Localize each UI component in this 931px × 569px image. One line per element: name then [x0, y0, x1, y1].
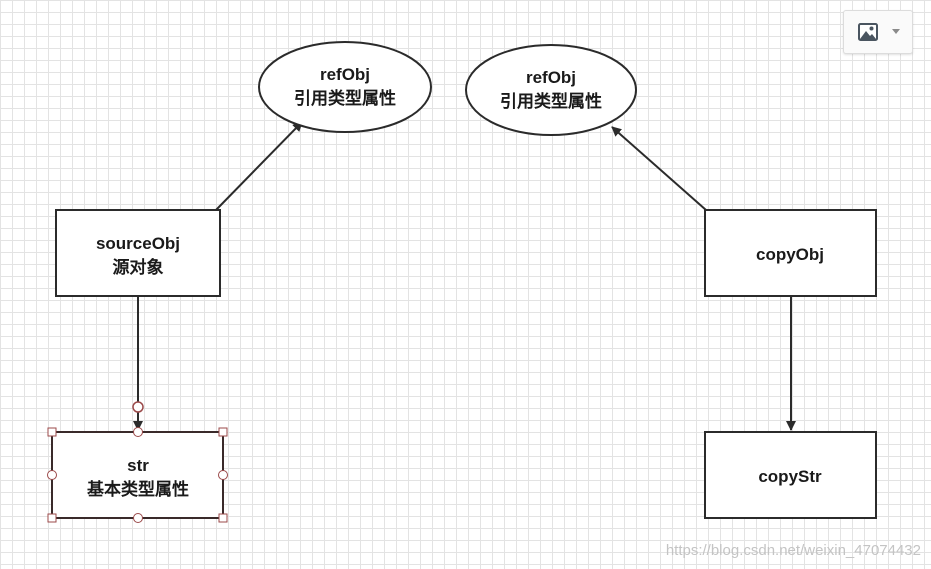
connect-point-top[interactable]	[133, 427, 143, 437]
node-copystr-line1: copyStr	[758, 467, 822, 486]
node-sourceobj-line2: 源对象	[113, 257, 164, 277]
node-refobj-left-line1: refObj	[320, 65, 370, 84]
node-copystr[interactable]: copyStr	[704, 431, 877, 519]
resize-handle-top-right[interactable]	[218, 427, 228, 437]
node-refobj-left[interactable]: refObj 引用类型属性	[258, 41, 432, 133]
caret-down-icon	[892, 29, 900, 34]
watermark-text: https://blog.csdn.net/weixin_47074432	[665, 542, 921, 559]
connect-point-right[interactable]	[218, 470, 228, 480]
image-icon	[858, 23, 878, 41]
node-refobj-right[interactable]: refObj 引用类型属性	[465, 44, 637, 136]
connect-point-bottom[interactable]	[133, 513, 143, 523]
resize-handle-bottom-right[interactable]	[218, 513, 228, 523]
resize-handle-bottom-left[interactable]	[47, 513, 57, 523]
insert-image-button[interactable]	[843, 10, 913, 54]
selection-handles[interactable]	[47, 427, 228, 523]
node-copyobj[interactable]: copyObj	[704, 209, 877, 297]
node-str[interactable]: str 基本类型属性	[47, 401, 228, 523]
connect-point-left[interactable]	[47, 470, 57, 480]
edge-endpoint-handle[interactable]	[132, 401, 144, 413]
resize-handle-top-left[interactable]	[47, 427, 57, 437]
edge-sourceobj-to-refobj[interactable]	[215, 121, 303, 211]
node-str-line2: 基本类型属性	[86, 479, 189, 499]
node-refobj-left-line2: 引用类型属性	[294, 88, 396, 108]
node-sourceobj[interactable]: sourceObj 源对象	[55, 209, 221, 297]
node-str-line1: str	[127, 456, 149, 475]
node-sourceobj-line1: sourceObj	[96, 234, 180, 253]
node-refobj-right-line2: 引用类型属性	[500, 91, 602, 111]
edge-copyobj-to-refobj[interactable]	[611, 126, 707, 211]
node-copyobj-line1: copyObj	[756, 245, 824, 264]
node-refobj-right-line1: refObj	[526, 68, 576, 87]
